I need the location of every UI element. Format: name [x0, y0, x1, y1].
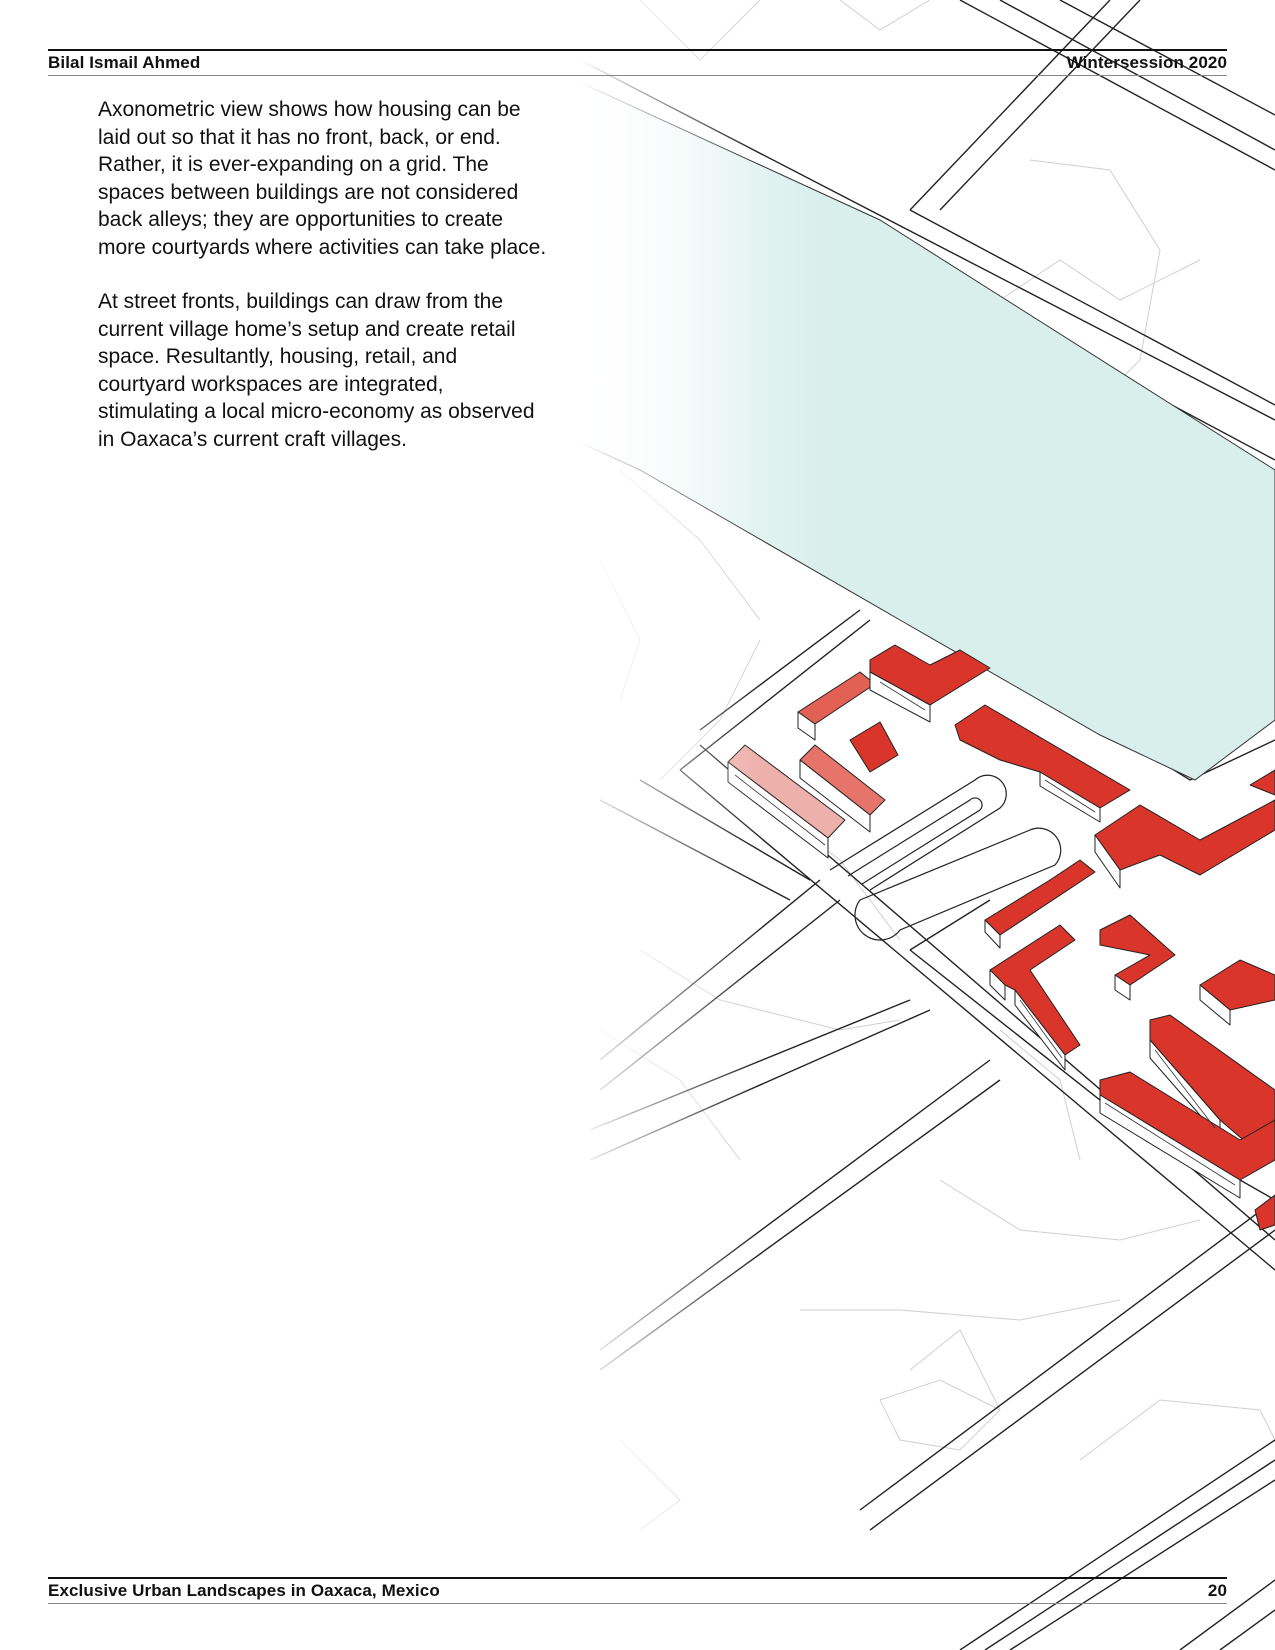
building-east-2: [1249, 769, 1275, 796]
page-footer: Exclusive Urban Landscapes in Oaxaca, Me…: [48, 1577, 1227, 1604]
building-east-3: [1199, 959, 1275, 1026]
building-center-3: [1099, 914, 1176, 1001]
paragraph-1: Axonometric view shows how housing can b…: [98, 98, 547, 259]
page-header: Bilal Ismail Ahmed Wintersession 2020: [48, 49, 1227, 76]
author-name: Bilal Ismail Ahmed: [48, 53, 201, 72]
page-number: 20: [1207, 1581, 1227, 1600]
document-title: Exclusive Urban Landscapes in Oaxaca, Me…: [48, 1581, 440, 1600]
building-east-1: [1094, 799, 1275, 889]
building-center-1: [984, 859, 1096, 949]
paragraph-2: At street fronts, buildings can draw fro…: [98, 290, 535, 451]
body-text: Axonometric view shows how housing can b…: [98, 96, 548, 480]
session-label: Wintersession 2020: [1066, 53, 1227, 72]
